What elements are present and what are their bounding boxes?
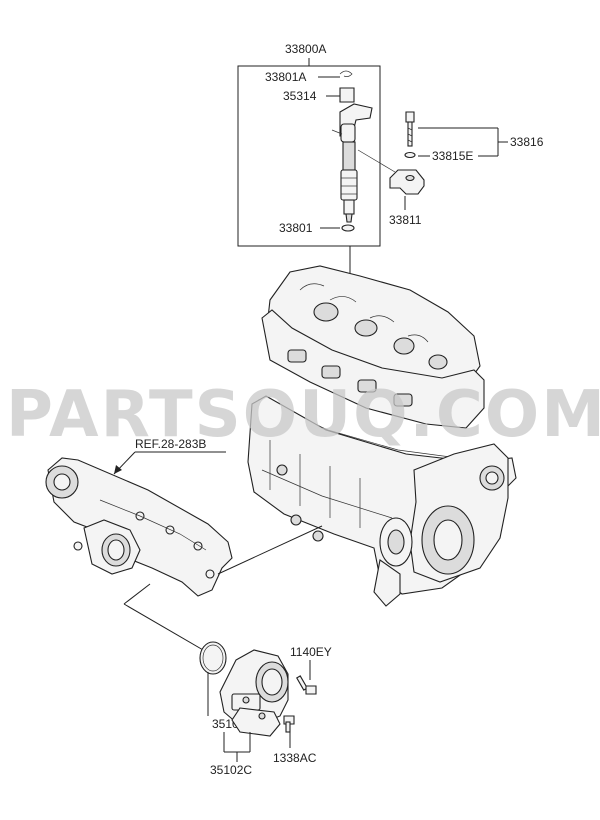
label-33815E[interactable]: 33815E [432,149,473,163]
fuel-injector [331,103,373,223]
clamp-bolt [405,111,415,147]
injector-hold-down-clamp [389,169,425,195]
injector-assembly-group: 33800A 33801A 35314 33801 [237,42,396,247]
injector-clamp-bolt-set: 33816 33815E 33811 [389,111,544,227]
label-1338AC[interactable]: 1338AC [273,751,317,765]
ref-arrow-icon [114,465,122,474]
label-33801A[interactable]: 33801A [265,70,306,84]
label-ref-manifold[interactable]: REF.28-283B [135,437,206,451]
label-1140EY[interactable]: 1140EY [290,645,332,659]
clamp-washer [404,151,416,159]
throttle-bolt-1140EY [296,675,317,695]
label-33816[interactable]: 33816 [510,135,544,149]
label-35102C[interactable]: 35102C [210,763,252,777]
engine-block [247,265,517,607]
intake-manifold [45,457,233,597]
watermark: PARTSOUQ.COM [6,378,600,452]
label-33801[interactable]: 33801 [279,221,313,235]
label-33800A[interactable]: 33800A [285,42,326,56]
label-33811[interactable]: 33811 [389,213,422,227]
throttle-body [219,649,289,737]
injector-clamp [339,87,355,103]
injector-clip [339,70,353,78]
label-35314[interactable]: 35314 [283,89,317,103]
throttle-bolt-1338AC [283,715,295,733]
throttle-gasket [199,641,227,675]
injector-o-ring [341,224,355,232]
